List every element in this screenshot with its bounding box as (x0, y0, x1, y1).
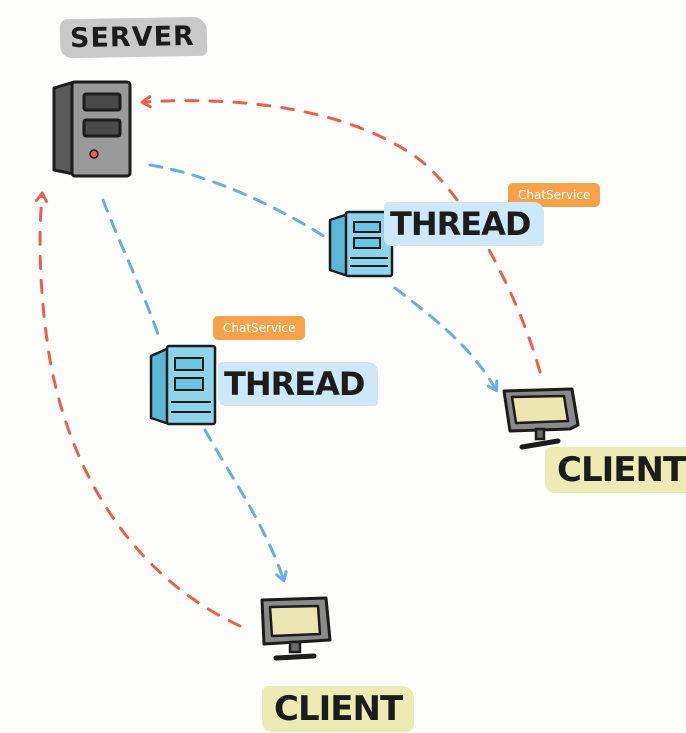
edge-server-thread2 (101, 198, 162, 342)
client-label: CLIENT (262, 686, 415, 732)
client-label: CLIENT (545, 447, 686, 493)
edge-client1-server (140, 95, 542, 374)
thread-label: THREAD (384, 202, 545, 246)
thread-label: THREAD (218, 362, 379, 406)
thread-stack-icon (149, 344, 217, 426)
chatservice-tag: ChatService (213, 316, 306, 340)
edge-server-thread1 (148, 163, 332, 242)
monitor-icon (502, 387, 580, 450)
monitor-icon (260, 596, 332, 661)
server-tower-icon (52, 80, 132, 178)
thread-stack-icon (328, 210, 394, 278)
edge-thread1-client1 (393, 286, 499, 393)
server-label: SERVER (59, 16, 208, 59)
edge-thread2-client2 (203, 428, 288, 583)
